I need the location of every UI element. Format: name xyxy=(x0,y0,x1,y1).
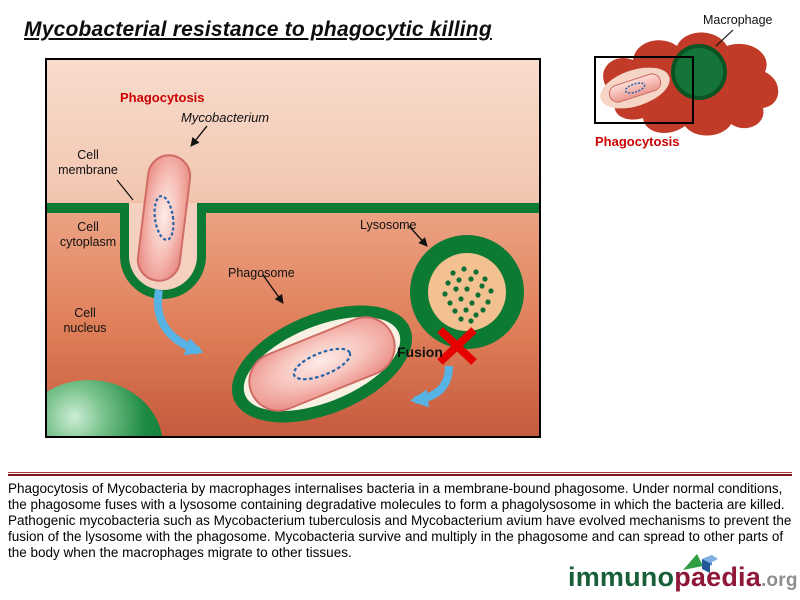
logo-immuno: immuno xyxy=(568,562,675,592)
phagosome-shape xyxy=(215,282,429,436)
logo-org: .org xyxy=(760,570,798,591)
label-macrophage: Macrophage xyxy=(703,13,773,27)
bacterial-dna-coil-icon xyxy=(153,195,175,241)
main-diagram-panel: Phagocytosis Mycobacterium Cell membrane… xyxy=(45,58,541,438)
inset-bacterium xyxy=(595,59,675,117)
logo-cube-icon xyxy=(683,554,718,573)
inset-bacterium-capsule xyxy=(606,71,664,105)
fusion-blocked-x-icon xyxy=(437,327,477,365)
page-title: Mycobacterial resistance to phagocytic k… xyxy=(24,18,492,41)
caption-divider-line xyxy=(8,472,792,476)
macrophage-inset: Macrophage Phagocytosis xyxy=(585,10,790,162)
cell-membrane-band-left xyxy=(47,203,122,213)
label-cell-membrane: Cell membrane xyxy=(58,148,118,177)
label-inset-phagocytosis: Phagocytosis xyxy=(595,134,680,149)
logo-paedia: paedia xyxy=(674,562,761,592)
label-phagocytosis: Phagocytosis xyxy=(120,90,205,105)
caption-text: Phagocytosis of Mycobacteria by macropha… xyxy=(8,481,792,560)
label-mycobacterium: Mycobacterium xyxy=(181,110,270,125)
cell-nucleus-shape xyxy=(47,380,163,436)
bacterial-dna-coil-icon xyxy=(292,347,352,381)
mycobacterium-pointer-line xyxy=(190,125,208,147)
label-cell-nucleus: Cell nucleus xyxy=(63,306,107,335)
mycobacterium-shape xyxy=(134,151,194,285)
logo-text: immunopaedia.org xyxy=(568,562,798,593)
immunopaedia-logo: immunopaedia.org xyxy=(566,550,797,596)
label-lysosome: Lysosome xyxy=(360,218,417,232)
inset-zoom-rectangle xyxy=(594,56,694,124)
label-fusion: Fusion xyxy=(397,344,443,360)
label-cell-cytoplasm: Cell cytoplasm xyxy=(59,220,117,249)
phagosome-bacterium-shape xyxy=(239,307,405,421)
engulfment-curved-arrow-icon xyxy=(153,289,204,356)
label-phagosome: Phagosome xyxy=(228,266,295,280)
cell-membrane-band-right xyxy=(204,203,539,213)
cell-membrane-pointer-line xyxy=(116,179,134,201)
bacterial-dna-coil-icon xyxy=(624,82,646,94)
lysosome-enzyme-granules-icon xyxy=(442,266,494,324)
lysosome-shape xyxy=(410,235,524,349)
macrophage-pointer-line xyxy=(715,29,734,47)
macrophage-nucleus-shape xyxy=(671,44,727,100)
macrophage-illustration xyxy=(603,29,779,136)
